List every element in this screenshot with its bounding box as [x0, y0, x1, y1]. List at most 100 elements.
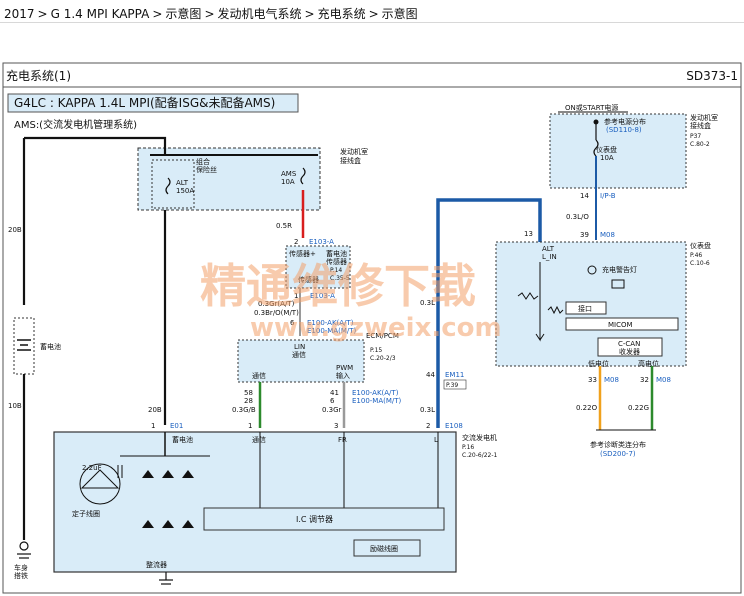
alt-fuse-label-1: ALT — [176, 179, 189, 187]
conn-p39-box — [443, 379, 467, 390]
junction-top-label-2: 接线盒 — [340, 156, 361, 165]
field-coil-label: 励磁线圈 — [370, 544, 398, 553]
wire-20b-top — [24, 136, 167, 155]
interface-label: 接口 — [578, 304, 592, 313]
charge-lamp-icon — [587, 265, 597, 275]
rectifier-diode-icon — [182, 470, 194, 478]
junction-box-right — [549, 113, 687, 189]
wire-03l — [436, 198, 542, 428]
multi-fuse-label-2: 保险丝 — [196, 165, 217, 174]
wire-label-03gr: 0.3Gr — [322, 406, 342, 414]
alt-lin-label-1: ALT — [542, 245, 555, 253]
wire-label-03l: 0.3L — [420, 299, 435, 307]
sensor-ref-2: C.35-5 — [330, 275, 350, 282]
alternator-label: 交流发电机 — [462, 433, 497, 442]
ecm-label: ECM/PCM — [366, 332, 399, 340]
pin-1-comm: 1 — [248, 422, 252, 430]
alt-fr-terminal: FR — [338, 436, 347, 444]
ams-fuse-icon — [300, 167, 306, 185]
wire-label-022o: 0.22O — [576, 404, 598, 412]
wire-label-022g: 0.22G — [628, 404, 649, 412]
cluster-fuse-icon — [593, 139, 599, 157]
pwm-label-1: PWM — [336, 364, 353, 372]
ref-cluster-code: (SD200-7) — [600, 450, 636, 458]
pin-14: 14 — [580, 192, 589, 200]
ccan-label-2: 收发器 — [619, 347, 640, 356]
junction-right-ref-2: C.80-2 — [690, 141, 710, 148]
sensor-label-2: 传感器 — [298, 275, 319, 284]
breadcrumb-item-schematic-current[interactable]: 示意图 — [381, 7, 418, 21]
field-coil-box — [353, 539, 421, 557]
breadcrumb-separator: > — [37, 7, 48, 21]
power-node-icon — [593, 119, 599, 125]
pin-13: 13 — [524, 230, 533, 238]
rectifier-diode-icon — [162, 520, 174, 528]
sensor-label-1: 传感器+ — [289, 249, 316, 258]
breadcrumb-item-charging[interactable]: 充电系统 — [317, 7, 366, 21]
diagram-frame — [2, 62, 742, 594]
breadcrumb-item-engine[interactable]: G 1.4 MPI KAPPA — [50, 7, 150, 21]
variant-banner — [7, 93, 299, 113]
pin-44: 44 — [426, 371, 435, 379]
breadcrumb-item-year[interactable]: 2017 — [4, 7, 35, 21]
wire-label-20b: 20B — [8, 226, 22, 234]
conn-e108: E108 — [445, 422, 463, 430]
watermark-url: www.gzweix.com — [250, 313, 502, 343]
junction-right-ref-1: P37 — [690, 133, 701, 140]
rectifier-diode-icon — [142, 520, 154, 528]
diode-icon — [535, 262, 545, 342]
conn-e103a: E103-A — [309, 238, 334, 246]
interface-box — [565, 301, 607, 315]
wire-label-20b-alt: 20B — [148, 406, 162, 414]
battery-sensor-label-2: 传感器 — [326, 257, 347, 266]
variant-title: G4LC : KAPPA 1.4L MPI(配备ISG&未配备AMS) — [14, 96, 275, 110]
alt-battery-terminal: 蓄电池 — [172, 435, 193, 444]
stator-circle-icon — [79, 463, 121, 505]
comm2-label: 通信 — [252, 371, 266, 380]
conn-m08: M08 — [600, 231, 615, 239]
alt-fuse-label-2: 150A — [176, 187, 194, 195]
page-title: 充电系统(1) — [6, 68, 71, 83]
ams-fuse-label-1: AMS — [281, 170, 297, 178]
alt-comm-terminal: 通信 — [252, 435, 266, 444]
rectifier-label: 整流器 — [146, 560, 167, 569]
stator-coil-label: 定子线圈 — [72, 509, 100, 518]
ccan-label-1: C-CAN — [618, 340, 640, 348]
breadcrumb-item-engine-electrical[interactable]: 发动机电气系统 — [217, 7, 302, 21]
conn-e100ma: E100-MA(M/T) — [307, 327, 357, 335]
ecm-ref-2: C.20-2/3 — [370, 355, 396, 362]
battery-warning-icon — [611, 279, 625, 289]
ic-regulator-label: I.C 调节器 — [296, 515, 333, 524]
wire-label-03l-2: 0.3L — [420, 406, 435, 414]
pin-32: 32 — [640, 376, 649, 384]
ccan-box — [597, 337, 663, 357]
cluster-ref-1: P.46 — [690, 252, 702, 259]
pwm-label-2: 输入 — [336, 371, 350, 380]
wire-label-03gb: 0.3G/B — [232, 406, 256, 414]
conn-e103a-2: E103-A — [310, 292, 335, 300]
pin-58: 58 — [244, 389, 253, 397]
pin-3-fr: 3 — [334, 422, 338, 430]
ref-power-label: 参考电源分布 — [604, 117, 646, 126]
ams-note: AMS:(交流发电机管理系统) — [14, 118, 137, 131]
pin-2-sensor: 2 — [294, 238, 298, 246]
breadcrumb-item-schematic[interactable]: 示意图 — [165, 7, 202, 21]
alt-fuse-icon — [165, 177, 171, 195]
pin-39: 39 — [580, 231, 589, 239]
conn-e100ma-2: E100-MA(M/T) — [352, 397, 402, 405]
wire-label-03g-at: 0.3Gr(A/T) — [258, 300, 295, 308]
rectifier-diodes — [142, 470, 194, 528]
alt-fuse-box — [151, 159, 195, 209]
battery — [13, 317, 35, 375]
pin-6-pwm: 6 — [330, 397, 335, 405]
rectifier-diode-icon — [162, 470, 174, 478]
on-start-label: ON或START电源 — [565, 103, 618, 112]
lin-label: LIN — [294, 343, 305, 351]
ref-power-code: (SD110-8) — [606, 126, 642, 134]
ref-cluster-label: 参考诊断类连分布 — [590, 440, 646, 449]
conn-em11: EM11 — [445, 371, 464, 379]
breadcrumb-trail: 2017>G 1.4 MPI KAPPA>示意图>发动机电气系统>充电系统>示意… — [4, 3, 418, 22]
junction-top-label-1: 发动机室 — [340, 147, 368, 156]
page-code: SD373-1 — [686, 69, 738, 83]
cluster-fuse-label: 仪表盘 — [596, 145, 617, 154]
